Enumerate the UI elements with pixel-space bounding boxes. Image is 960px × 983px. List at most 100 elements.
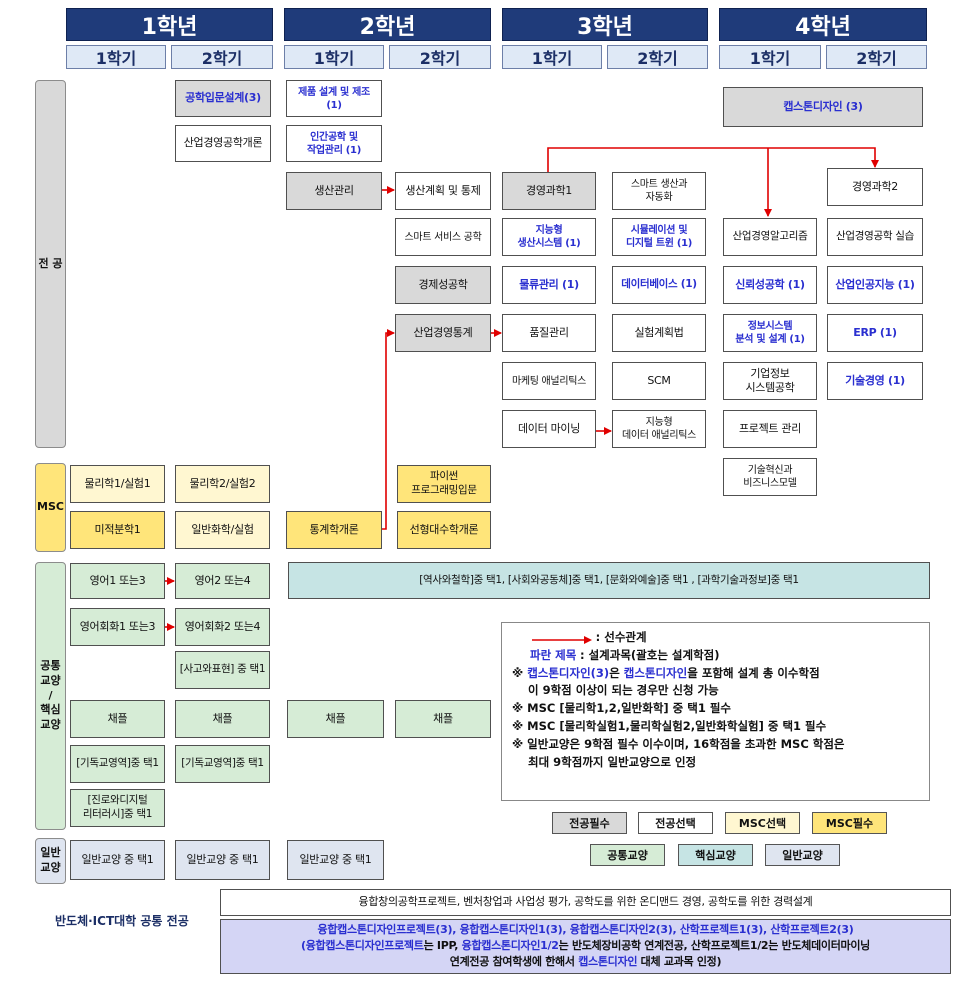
semester-header: 1학기 <box>66 45 166 69</box>
msc-course-box: 물리학1/실험1 <box>70 465 165 503</box>
legend-note-1: ※ 캡스톤디자인(3)은 캡스톤디자인을 포함해 설계 총 이수학점 <box>512 665 820 680</box>
liberal-course-box: 채플 <box>287 700 384 738</box>
course-box: 스마트 생산과 자동화 <box>612 172 706 210</box>
course-box: 지능형 데이터 애널리틱스 <box>612 410 706 448</box>
course-box: 프로젝트 관리 <box>723 410 817 448</box>
course-box: 경영과학2 <box>827 168 923 206</box>
course-box: 산업경영공학개론 <box>175 125 271 162</box>
course-box: 산업경영알고리즘 <box>723 218 817 256</box>
course-box: 산업경영통계 <box>395 314 491 352</box>
key-msc-elective: MSC선택 <box>725 812 800 834</box>
course-box: 제품 설계 및 제조 (1) <box>286 80 382 117</box>
course-box: ERP (1) <box>827 314 923 352</box>
liberal-course-box: 채플 <box>395 700 491 738</box>
general-course-box: 일반교양 중 택1 <box>175 840 270 880</box>
liberal-course-box: 채플 <box>70 700 165 738</box>
msc-course-box: 선형대수학개론 <box>397 511 491 549</box>
semester-header: 1학기 <box>502 45 602 69</box>
course-box: 인간공학 및 작업관리 (1) <box>286 125 382 162</box>
semester-header: 2학기 <box>171 45 273 69</box>
semester-header: 2학기 <box>607 45 708 69</box>
liberal-course-box: [기독교영역]중 택1 <box>175 745 270 783</box>
liberal-course-box: 영어회화1 또는3 <box>70 608 165 646</box>
liberal-course-box: [진로와디지털 리터러시]중 택1 <box>70 789 165 827</box>
course-box: 데이터베이스 (1) <box>612 266 706 304</box>
liberal-course-box: [기독교영역]중 택1 <box>70 745 165 783</box>
legend-blue-title: 파란 제목 <box>530 647 577 662</box>
course-box: 실험계획법 <box>612 314 706 352</box>
course-box: 정보시스템 분석 및 설계 (1) <box>723 314 817 352</box>
liberal-course-box: 영어2 또는4 <box>175 563 270 599</box>
course-box: 지능형 생산시스템 (1) <box>502 218 596 256</box>
msc-course-box: 통계학개론 <box>286 511 382 549</box>
course-box: 신뢰성공학 (1) <box>723 266 817 304</box>
general-course-box: 일반교양 중 택1 <box>287 840 384 880</box>
legend-note-4: ※ 일반교양은 9학점 필수 이수이며, 16학점을 초과한 MSC 학점은 <box>512 736 845 751</box>
year-header-4: 4학년 <box>719 8 927 41</box>
legend-note-4b: 최대 9학점까지 일반교양으로 인정 <box>528 754 697 769</box>
legend-blue-desc: : 설계과목(괄호는 설계학점) <box>579 647 720 662</box>
course-box: 기업정보 시스템공학 <box>723 362 817 400</box>
legend-note-2: ※ MSC [물리학1,2,일반화학] 중 택1 필수 <box>512 701 731 716</box>
liberal-course-box: 채플 <box>175 700 270 738</box>
course-box: 물류관리 (1) <box>502 266 596 304</box>
key-general-liberal: 일반교양 <box>765 844 840 866</box>
category-liberal: 공통 교양 / 핵심 교양 <box>35 562 66 830</box>
capstone-note-line2: (융합캡스톤디자인프로젝트는 IPP, 융합캡스톤디자인1/2는 반도체장비공학… <box>300 938 871 952</box>
course-box: 캡스톤디자인 (3) <box>723 87 923 127</box>
category-major: 전 공 <box>35 80 66 448</box>
semester-header: 2학기 <box>389 45 491 69</box>
course-box: 시뮬레이션 및 디지털 트윈 (1) <box>612 218 706 256</box>
course-box: 품질관리 <box>502 314 596 352</box>
course-box: 경영과학1 <box>502 172 596 210</box>
msc-course-box: 물리학2/실험2 <box>175 465 270 503</box>
legend-arrow-label: : 선수관계 <box>595 630 647 644</box>
capstone-note-panel: 융합캡스톤디자인프로젝트(3), 융합캡스톤디자인1(3), 융합캡스톤디자인2… <box>220 919 951 974</box>
category-msc: MSC <box>35 463 66 552</box>
capstone-course-list: 융합캡스톤디자인프로젝트(3), 융합캡스톤디자인1(3), 융합캡스톤디자인2… <box>317 923 854 936</box>
year-header-1: 1학년 <box>66 8 273 41</box>
year-header-3: 3학년 <box>502 8 708 41</box>
course-box: 산업인공지능 (1) <box>827 266 923 304</box>
course-box: 기술혁신과 비즈니스모델 <box>723 458 817 496</box>
prereq-arrow <box>547 147 879 172</box>
course-box: 데이터 마이닝 <box>502 410 596 448</box>
course-box: 마케팅 애널리틱스 <box>502 362 596 400</box>
key-common-liberal: 공통교양 <box>590 844 665 866</box>
key-msc-required: MSC필수 <box>812 812 887 834</box>
course-box: 산업경영공학 실습 <box>827 218 923 256</box>
capstone-note-line3: 연계전공 참여학생에 한해서 캡스톤디자인 대체 교과목 인정) <box>449 954 722 968</box>
semester-header: 2학기 <box>826 45 927 69</box>
course-box: 기술경영 (1) <box>827 362 923 400</box>
liberal-course-box: 영어회화2 또는4 <box>175 608 270 646</box>
liberal-course-box: [사고와표현] 중 택1 <box>175 651 270 689</box>
key-core-liberal: 핵심교양 <box>678 844 753 866</box>
general-course-box: 일반교양 중 택1 <box>70 840 165 880</box>
course-box: 생산관리 <box>286 172 382 210</box>
semester-header: 1학기 <box>719 45 821 69</box>
msc-course-box: 미적분학1 <box>70 511 165 549</box>
liberal-course-box: 영어1 또는3 <box>70 563 165 599</box>
category-general: 일반 교양 <box>35 838 66 884</box>
key-major-elective: 전공선택 <box>638 812 713 834</box>
course-box: 스마트 서비스 공학 <box>395 218 491 256</box>
legend-note-1b: 이 9학점 이상이 되는 경우만 신청 가능 <box>528 683 719 698</box>
arrow-sample-icon <box>532 633 592 644</box>
prereq-arrow <box>382 329 395 530</box>
course-box: 공학입문설계(3) <box>175 80 271 117</box>
legend-arrow-row: : 선수관계 <box>512 629 919 647</box>
course-box: 경제성공학 <box>395 266 491 304</box>
legend-note-3: ※ MSC [물리학실험1,물리학실험2,일반화학실험] 중 택1 필수 <box>512 719 827 734</box>
course-box: 생산계획 및 통제 <box>395 172 491 210</box>
common-major-label: 반도체·ICT대학 공통 전공 <box>55 914 189 928</box>
msc-course-box: 일반화학/실험 <box>175 511 270 549</box>
semester-header: 1학기 <box>284 45 384 69</box>
legend-blue-row: 파란 제목 : 설계과목(괄호는 설계학점) <box>512 647 919 665</box>
liberal-banner: [역사와철학]중 택1, [사회와공동체]중 택1, [문화와예술]중 택1 ,… <box>288 562 930 599</box>
course-box: SCM <box>612 362 706 400</box>
legend-panel: : 선수관계 파란 제목 : 설계과목(괄호는 설계학점) ※ 캡스톤디자인(3… <box>501 622 930 801</box>
msc-course-box: 파이썬 프로그래밍입문 <box>397 465 491 503</box>
common-course-line: 융합창의공학프로젝트, 벤처창업과 사업성 평가, 공학도를 위한 온디맨드 경… <box>220 889 951 916</box>
year-header-2: 2학년 <box>284 8 491 41</box>
